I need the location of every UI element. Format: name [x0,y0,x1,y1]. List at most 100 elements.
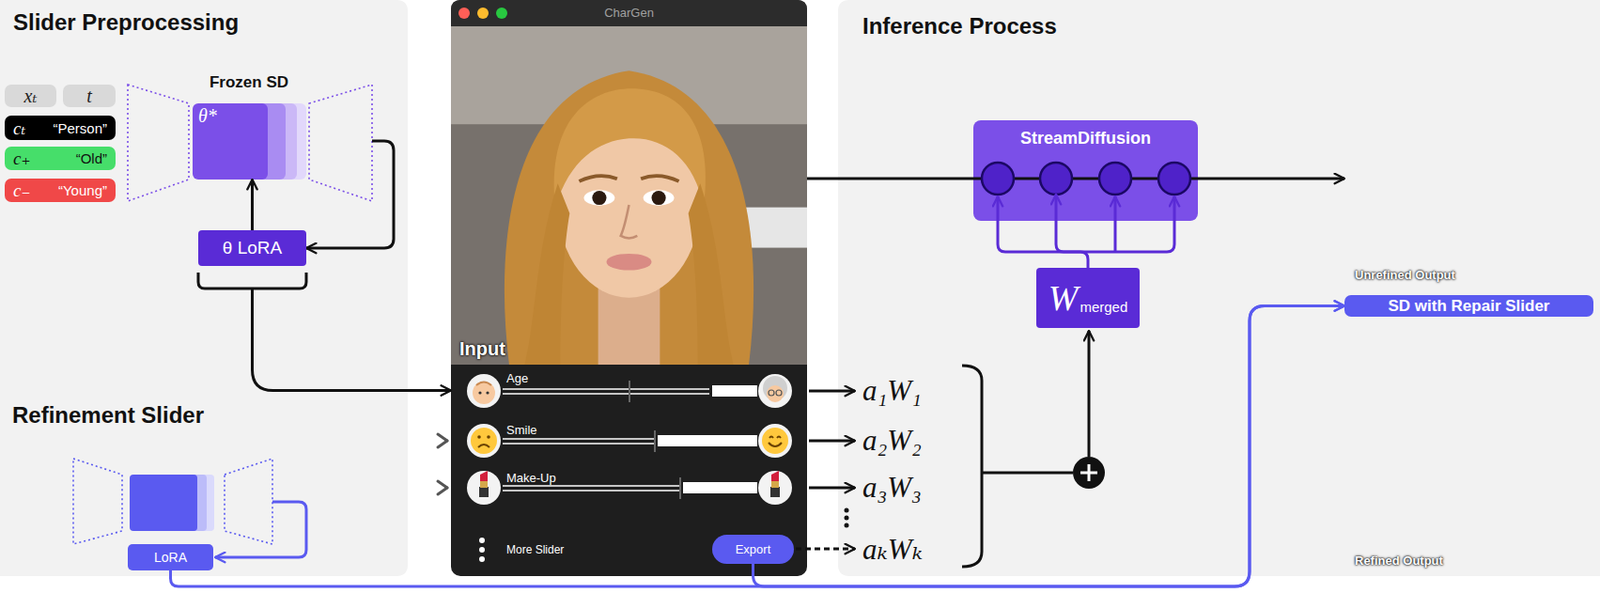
input-arrow [437,434,448,441]
sum-symbol [1072,456,1105,489]
app-window [450,0,808,576]
emoji-icon [478,390,482,394]
slider-track [679,477,682,499]
feedback-loop [215,501,307,558]
input-arrow [403,434,448,495]
output-photo [1344,323,1594,573]
menu-text: More Slider [506,543,564,557]
weight-arrow [795,390,855,549]
node-text: θ* [198,105,218,127]
weight-block [192,103,268,180]
prompt-chip: cₜ“Person” [4,115,116,140]
node-text: merged [1079,298,1128,315]
panel [0,0,408,576]
ellipsis-dots [844,515,850,521]
sum-bracket [962,365,1073,567]
input-image: Input [450,26,808,365]
ellipsis-dots [844,508,850,529]
node-text: Age [506,371,529,386]
app-window [450,0,808,576]
output-image: Refined Output [1344,323,1594,573]
weight-branch [997,196,1088,252]
ellipsis-dots [844,508,850,513]
weight-arrow [808,439,855,443]
node-text: t [86,85,93,108]
feedback-loop [215,501,307,558]
unet-encoder [127,84,189,202]
weight-branch [1114,196,1118,252]
model-block: Frozen SDθ* [127,73,373,180]
node-text: Input [459,338,506,360]
emoji-icon [766,385,784,403]
more-dots [479,537,485,544]
node-text: xₜ [24,84,38,108]
pipeline-box [973,120,1198,221]
pipeline-box [981,162,1014,195]
weight-term: a₃W₃ [862,470,922,505]
panel [0,0,1600,576]
sum-symbol [1072,456,1105,489]
emoji-icon [769,436,781,439]
weight-block [192,103,307,180]
emoji-icon [480,481,488,488]
node-text: Smile [506,422,538,437]
input-arrow [437,481,448,488]
slider-track [502,392,710,395]
panel [838,0,1600,576]
slider-track [502,442,655,445]
thumbnail-photo [18,452,62,496]
thumbnail-photo [18,508,62,551]
merge-arrow [1088,330,1090,457]
emoji-icon [761,427,789,454]
unet-encoder [73,458,123,544]
node-text: “Person” [52,120,108,137]
unet-decoder [309,84,373,202]
app-window [458,7,470,19]
input-photo [450,17,808,374]
emoji-icon [466,373,793,505]
more-dots [479,537,485,562]
connector [250,179,254,231]
unet-encoder [73,458,123,544]
slider-track [502,489,681,492]
bracket [198,272,307,289]
weight-term: a₂W₂ [862,423,922,458]
slider-track [628,380,631,403]
prompt-chip: c₋“Young” [4,178,116,202]
merge-arrow [1087,330,1091,457]
unet-decoder [224,458,273,544]
emoji-icon [776,389,782,396]
slider-track [502,380,758,499]
weight-term: a₁W₁ [862,373,922,408]
node-text: c₊ [13,147,31,170]
slider-track [712,385,758,397]
more-dots [479,546,485,553]
node-text: SD with Repair Slider [1388,296,1551,316]
pipeline-box [1158,162,1191,195]
bracket [198,272,307,289]
emoji-icon [768,442,782,447]
node-text: Export [735,542,772,557]
node-text: Unrefined Output [1354,267,1456,282]
slider-row: Make-Up [450,464,808,511]
emoji-icon [466,470,501,505]
emoji-icon [771,470,779,482]
emoji-icon [476,382,492,387]
node-text: LoRA [154,549,187,565]
pipeline-box [973,120,1198,221]
node-text: StreamDiffusion [973,128,1198,149]
output-photo [1343,35,1595,573]
slider-track [683,481,758,494]
emoji-icon [758,373,793,408]
output-image: Unrefined Output [1344,35,1594,287]
emoji-icon [758,423,793,458]
unet-decoder [309,84,373,202]
input-arrow [403,439,448,443]
slider-track [653,430,656,452]
connector [170,306,1346,588]
connector [1056,194,1088,268]
ellipsis-dots [844,523,850,529]
node-text: θ LoRA [222,237,282,259]
weight-arrow [808,486,855,490]
